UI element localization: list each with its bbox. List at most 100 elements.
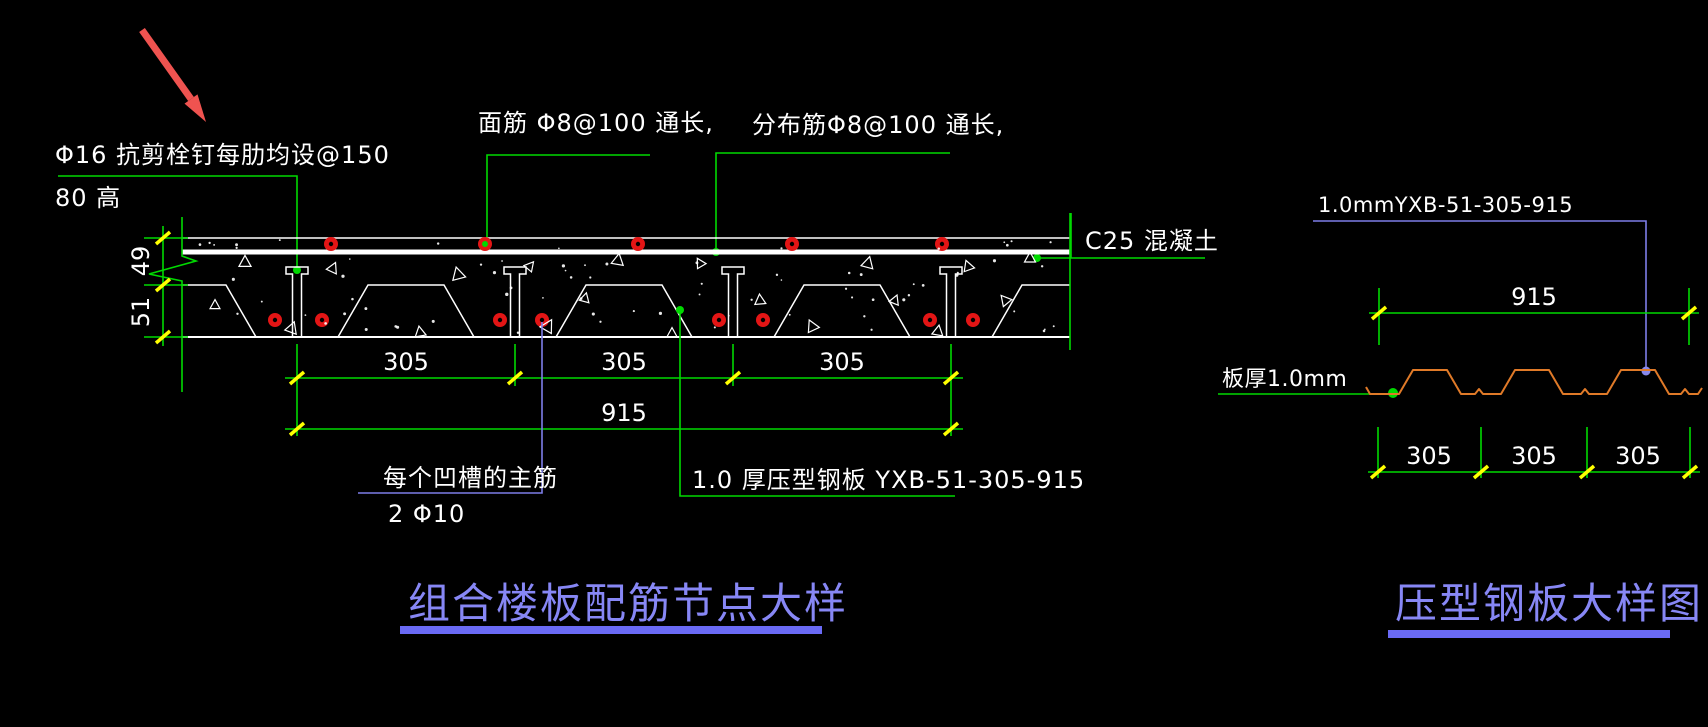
dim-text-305: 305 [1511,442,1557,470]
thickness-callout: 板厚1.0mm [1218,367,1398,398]
leader-line [679,310,955,497]
aggregate-triangle [283,320,297,336]
rebar-dot [785,237,799,251]
concrete-speckle [1052,325,1055,328]
distribution-bar-label: 分布筋Φ8@100 通长, [752,111,1004,139]
aggregate-triangle [887,293,899,307]
aggregate-triangle [209,298,221,310]
concrete-speckle [700,282,703,285]
concrete-speckle [599,320,602,323]
left-view-title: 组合楼板配筋节点大样 [400,579,848,634]
deck-pitch-dimensions: 305 305 305 [1368,427,1700,480]
aggregate-triangle [1000,294,1013,308]
concrete-speckle [589,276,592,279]
concrete-speckle [851,296,854,299]
concrete-speckle [569,276,573,279]
deck-note-label: 1.0 厚压型钢板 YXB-51-305-915 [692,466,1085,494]
concrete-speckle [278,239,281,242]
trough-rebar-dots [268,313,980,327]
rebar-dot [315,313,329,327]
leader-line [1313,220,1647,371]
concrete-speckle [859,273,863,277]
concrete-speckle [1005,243,1009,247]
concrete-speckle [235,243,238,247]
dim-tick [942,370,960,386]
deck-rib-profile [182,284,1070,338]
trough-bar-label: 每个凹槽的主筋 [383,464,558,492]
shear-studs [285,266,963,338]
leader-line [486,154,650,244]
rebar-dot [268,313,282,327]
shear-stud [721,266,745,338]
pitch-dimensions: 305 305 305 915 [285,344,963,437]
concrete-speckle [775,273,779,277]
title-underline [400,626,822,634]
red-annotation-arrow [139,27,206,122]
concrete-label: C25 混凝土 [1085,227,1219,255]
concrete-speckle [396,325,400,329]
right-view-title: 压型钢板大样图 [1388,579,1701,638]
concrete-texture [198,239,1055,338]
shear-stud [285,266,309,338]
deck-spec-label: 1.0mmYXB-51-305-915 [1318,193,1573,217]
concrete-speckle [695,261,699,265]
dim-tick [1472,464,1490,480]
concrete-speckle [505,292,509,297]
dim-text-305: 305 [819,348,865,376]
concrete-speckle [658,311,663,315]
dim-tick [154,329,172,345]
dim-text-305: 305 [1615,442,1661,470]
rebar-dot [935,237,949,251]
aggregate-triangle [930,323,944,337]
rebar-dot [631,237,645,251]
deck-profile-line [1365,369,1703,395]
concrete-speckle [231,277,235,281]
dim-tick [942,421,960,437]
concrete-speckle [341,274,345,278]
shear-stud-note-line1: Φ16 抗剪栓钉每肋均设@150 [55,141,390,169]
concrete-speckle [1049,241,1052,244]
concrete-speckle [956,271,959,274]
dim-text-915: 915 [1511,283,1557,311]
concrete-speckle [509,286,513,290]
concrete-speckle [492,271,497,275]
dim-tick [1370,305,1388,321]
title-text: 组合楼板配筋节点大样 [408,579,848,628]
concrete-speckle [605,262,609,266]
dim-tick [506,370,524,386]
dim-tick [288,421,306,437]
concrete-speckle [351,297,354,301]
concrete-speckle [579,297,583,300]
concrete-speckle [236,312,239,315]
rebar-dot [923,313,937,327]
aggregate-triangle [696,257,708,270]
distribution-bar-callout: 分布筋Φ8@100 通长, [712,111,1004,256]
rebar-dot [712,313,726,327]
aggregate-triangle [237,254,253,268]
concrete-speckle [1040,265,1044,268]
concrete-speckle [1044,328,1046,331]
concrete-speckle [436,242,440,245]
shear-stud [503,266,527,338]
concrete-speckle [1042,329,1046,333]
aggregate-triangle [538,318,553,335]
dim-text-49: 49 [127,246,155,277]
shear-stud-note-line2: 80 高 [55,184,121,212]
concrete-speckle [907,294,911,297]
concrete-speckle [304,314,307,316]
concrete-speckle [564,269,567,272]
dim-tick [1680,305,1698,321]
dim-tick [154,277,172,293]
concrete-speckle [260,300,263,303]
dim-text-915: 915 [601,399,647,427]
dim-tick [154,230,172,246]
deck-width-dimension: 915 [1369,283,1699,345]
concrete-speckle [208,241,211,245]
aggregate-triangle [666,326,678,338]
concrete-speckle [343,312,347,316]
concrete-speckle [780,279,783,281]
concrete-speckle [516,331,520,334]
aggregate-triangle [963,259,976,273]
rebar-dot [756,313,770,327]
